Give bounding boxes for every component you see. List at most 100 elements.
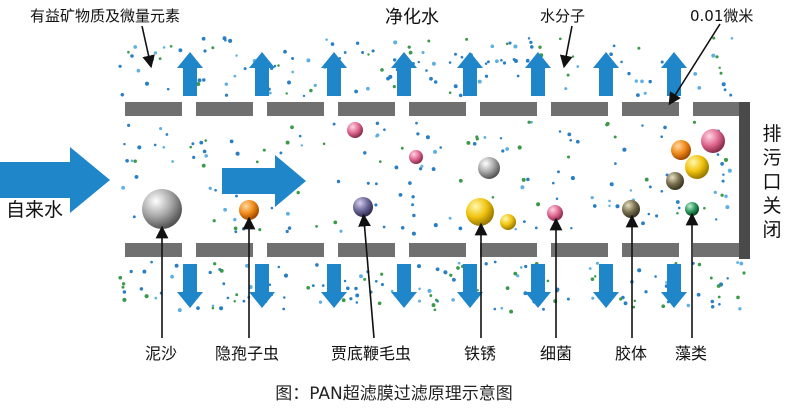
water-molecule-dot [641, 221, 645, 226]
water-molecule-dot [557, 170, 560, 174]
water-molecule-dot [120, 92, 125, 97]
water-molecule-dot [558, 37, 562, 41]
water-molecule-dot [345, 286, 350, 291]
water-molecule-dot [514, 227, 517, 231]
water-molecule-dot [285, 211, 290, 216]
water-molecule-dot [277, 265, 281, 269]
label-giardia: 贾底鞭毛虫 [331, 344, 412, 363]
water-molecule-dot [500, 306, 504, 310]
water-molecule-dot [144, 294, 149, 299]
water-molecule-dot [241, 227, 246, 231]
algae-ball [685, 202, 699, 216]
water-molecule-dot [644, 177, 649, 182]
water-molecule-dot [429, 294, 433, 298]
water-molecule-dot [686, 303, 690, 308]
water-molecule-dot [693, 71, 698, 76]
water-molecule-dot [417, 60, 421, 64]
water-molecule-dot [201, 36, 206, 41]
water-molecule-dot [525, 58, 530, 63]
water-molecule-dot [393, 58, 397, 62]
water-molecule-dot [235, 293, 239, 297]
water-molecule-dot [201, 163, 206, 168]
water-molecule-dot [393, 40, 398, 45]
water-molecule-dot [170, 274, 175, 279]
water-molecule-dot [567, 132, 572, 137]
water-molecule-dot [202, 78, 206, 82]
water-molecule-dot [262, 148, 266, 152]
water-molecule-dot [354, 286, 358, 291]
water-molecule-dot [296, 190, 300, 195]
water-molecule-dot [483, 135, 487, 139]
water-molecule-dot [513, 44, 518, 49]
water-molecule-dot [325, 38, 328, 41]
water-molecule-dot [318, 300, 323, 304]
water-molecule-dot [509, 309, 514, 314]
mid-pink-ball [347, 122, 363, 138]
water-molecule-dot [435, 267, 440, 272]
water-molecules [118, 36, 746, 314]
water-molecule-dot [632, 305, 636, 309]
water-molecule-dot [130, 159, 134, 163]
label-micron: 0.01微米 [690, 7, 754, 25]
water-molecule-dot [366, 181, 370, 185]
water-molecule-dot [204, 154, 208, 158]
water-molecule-dot [427, 288, 432, 293]
water-molecule-dot [277, 64, 280, 67]
water-molecule-dot [508, 41, 512, 45]
water-molecule-dot [290, 125, 294, 130]
water-molecule-dot [302, 94, 306, 98]
water-molecule-dot [133, 159, 137, 163]
water-molecule-dot [363, 277, 367, 281]
water-molecule-dot [390, 289, 394, 293]
water-molecule-dot [192, 155, 196, 159]
water-molecule-dot [448, 91, 452, 94]
water-molecule-dot [431, 167, 436, 172]
water-molecule-dot [592, 204, 597, 208]
water-molecule-dot [546, 279, 550, 283]
water-molecule-dot [431, 61, 436, 66]
water-molecule-dot [242, 299, 246, 303]
water-molecule-dot [392, 84, 396, 89]
water-molecule-dot [456, 266, 460, 270]
water-molecule-dot [386, 76, 390, 81]
water-molecule-dot [211, 46, 215, 50]
cluster-pink [701, 129, 725, 153]
water-molecule-dot [154, 296, 158, 300]
water-molecule-dot [566, 297, 570, 301]
water-molecule-dot [243, 67, 247, 71]
water-molecule-dot [355, 41, 360, 45]
water-molecule-dot [726, 277, 729, 280]
water-molecule-dot [434, 298, 438, 302]
water-molecule-dot [121, 285, 125, 289]
label-pointers [141, 23, 721, 339]
water-molecule-dot [608, 204, 611, 208]
water-molecule-dot [439, 146, 442, 149]
water-molecule-dot [526, 177, 530, 182]
water-molecule-dot [313, 83, 317, 88]
water-molecule-dot [214, 188, 217, 192]
water-molecule-dot [235, 151, 240, 156]
water-molecule-dot [234, 230, 238, 234]
water-molecule-dot [710, 304, 715, 309]
water-molecule-dot [458, 178, 463, 183]
water-molecule-dot [614, 162, 617, 165]
water-molecule-dot [371, 49, 375, 53]
water-molecule-dot [449, 273, 453, 277]
water-molecule-dot [501, 149, 505, 153]
water-molecule-dot [196, 306, 200, 310]
water-molecule-dot [499, 137, 503, 140]
water-molecule-dot [359, 274, 363, 279]
water-molecule-dot [517, 145, 522, 150]
water-molecule-dot [493, 307, 497, 311]
water-molecule-dot [505, 286, 510, 290]
water-molecule-dot [718, 66, 721, 70]
water-molecule-dot [727, 168, 732, 173]
water-molecule-dot [648, 79, 652, 84]
water-molecule-dot [283, 273, 289, 278]
water-molecule-dot [211, 304, 215, 308]
label-inlet: 自来水 [6, 199, 64, 221]
water-molecule-dot [729, 93, 733, 97]
water-molecule-dot [590, 195, 594, 200]
water-molecule-dot [505, 42, 509, 46]
water-molecule-dot [283, 296, 286, 299]
